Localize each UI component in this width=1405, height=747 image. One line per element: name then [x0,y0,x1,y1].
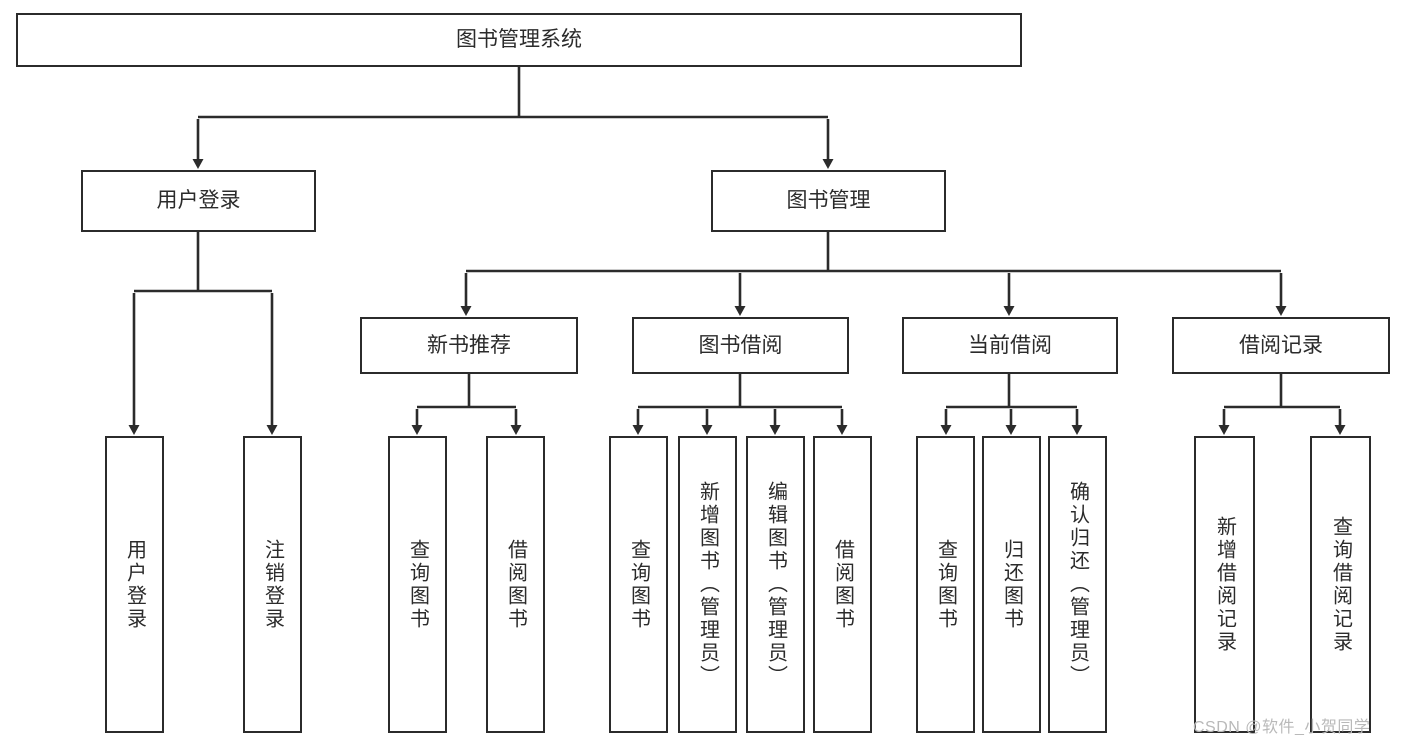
leaf-query-borrow-record[interactable]: 查询借阅记录 [1310,436,1371,733]
leaf-query-book-2[interactable]: 查询图书 [609,436,668,733]
node-label: 当前借阅 [968,333,1052,357]
node-label: 图书借阅 [698,333,783,357]
node-label: 归还图书 [1000,538,1023,631]
node-label: 图书管理 [786,189,871,213]
node-label: 借阅记录 [1239,333,1323,357]
node-label: 注销登录 [261,538,284,631]
leaf-borrow-book-1[interactable]: 借阅图书 [486,436,545,733]
node-borrow-record[interactable]: 借阅记录 [1172,317,1390,374]
leaf-confirm-return-admin[interactable]: 确认归还（管理员） [1048,436,1107,733]
leaf-query-book-3[interactable]: 查询图书 [916,436,975,733]
node-label: 查询图书 [934,538,957,631]
leaf-borrow-book-2[interactable]: 借阅图书 [813,436,872,733]
node-book-borrow[interactable]: 图书借阅 [632,317,849,374]
node-label: 借阅图书 [504,538,527,631]
node-label: 用户登录 [123,538,146,631]
node-new-book-recommend[interactable]: 新书推荐 [360,317,578,374]
node-label: 确认归还（管理员） [1066,481,1089,688]
node-book-manage[interactable]: 图书管理 [711,170,946,232]
node-label: 新书推荐 [427,333,511,357]
node-root-system[interactable]: 图书管理系统 [16,13,1022,67]
node-user-login[interactable]: 用户登录 [81,170,316,232]
leaf-logout-login[interactable]: 注销登录 [243,436,302,733]
leaf-user-login[interactable]: 用户登录 [105,436,164,733]
node-label: 新增借阅记录 [1213,515,1236,654]
node-label: 图书管理系统 [456,28,582,52]
node-current-borrow[interactable]: 当前借阅 [902,317,1118,374]
node-label: 查询图书 [406,538,429,631]
leaf-query-book-1[interactable]: 查询图书 [388,436,447,733]
node-label: 用户登录 [156,189,241,213]
node-label: 借阅图书 [831,538,854,631]
node-label: 编辑图书（管理员） [764,481,787,688]
csdn-watermark: CSDN @软件_小贺同学 [1193,719,1371,736]
leaf-add-book-admin[interactable]: 新增图书（管理员） [678,436,737,733]
node-label: 查询图书 [627,538,650,631]
node-label: 查询借阅记录 [1329,515,1352,654]
leaf-return-book[interactable]: 归还图书 [982,436,1041,733]
leaf-add-borrow-record[interactable]: 新增借阅记录 [1194,436,1255,733]
node-label: 新增图书（管理员） [696,481,719,688]
leaf-edit-book-admin[interactable]: 编辑图书（管理员） [746,436,805,733]
